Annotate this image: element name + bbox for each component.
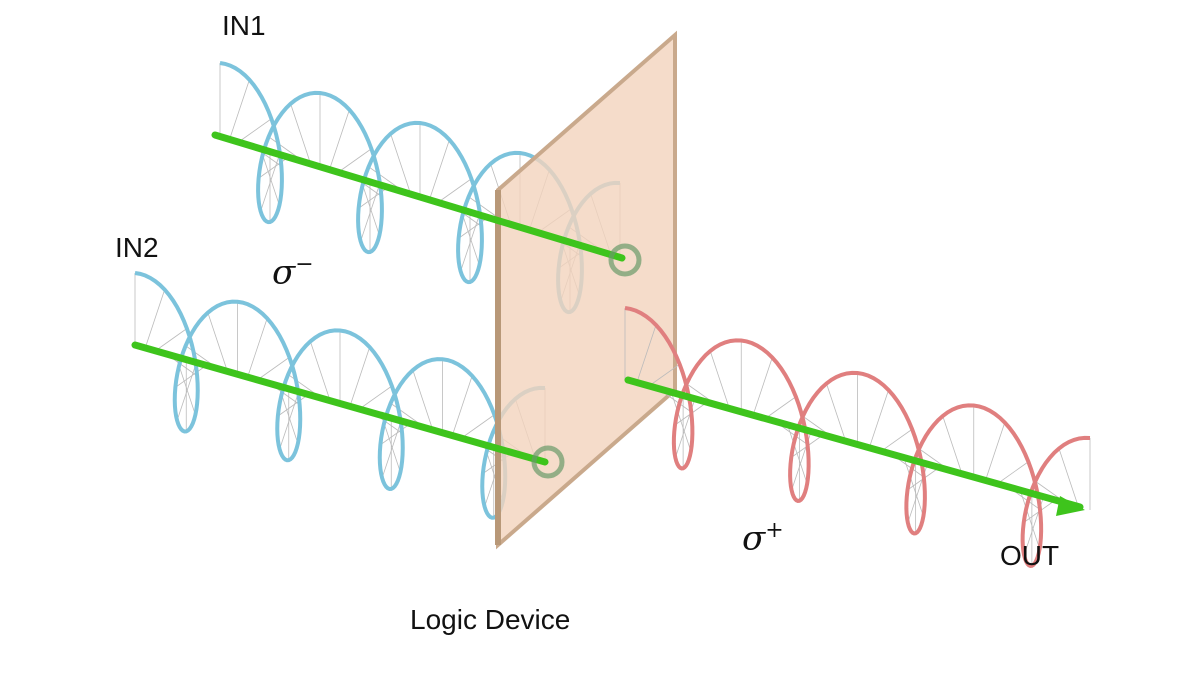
field-vector xyxy=(1019,490,1041,549)
field-vector xyxy=(247,318,268,377)
field-vector xyxy=(452,375,473,435)
field-vector xyxy=(787,425,808,484)
field-vector xyxy=(764,396,797,420)
sigma-minus-label: σ− xyxy=(272,252,314,292)
out-arrowhead xyxy=(1056,496,1085,516)
in2-helix xyxy=(134,271,546,520)
field-vector xyxy=(155,328,188,352)
field-vector xyxy=(648,363,680,387)
field-vector xyxy=(1058,448,1079,507)
in1-label: IN1 xyxy=(222,10,266,41)
field-vector xyxy=(279,390,300,450)
field-vector xyxy=(257,356,290,380)
field-vector xyxy=(144,289,166,349)
field-vector xyxy=(984,422,1006,481)
field-vector xyxy=(462,414,495,438)
field-vector xyxy=(368,166,401,190)
field-vector xyxy=(268,136,301,160)
field-vector xyxy=(239,118,272,142)
field-vector xyxy=(381,419,402,479)
field-vector xyxy=(277,393,310,417)
sigma-plus-sign: + xyxy=(765,518,784,543)
field-vector xyxy=(260,152,281,212)
out-beam xyxy=(624,376,1084,511)
sigma-plus-symbol: σ xyxy=(742,518,766,559)
field-vector xyxy=(309,341,331,400)
field-vector xyxy=(671,392,692,452)
field-vector xyxy=(175,364,207,388)
field-vector xyxy=(903,457,924,517)
field-vector xyxy=(439,178,472,202)
field-vector xyxy=(349,346,371,406)
field-vector xyxy=(360,385,393,409)
field-vector xyxy=(868,389,889,449)
field-vector xyxy=(636,324,657,384)
field-vector xyxy=(752,357,773,416)
field-vector xyxy=(826,383,847,442)
field-vector xyxy=(380,422,412,446)
in2-beam xyxy=(131,341,549,466)
field-vector xyxy=(468,196,501,220)
field-vector xyxy=(329,109,350,169)
logic-device-label: Logic Device xyxy=(410,604,571,635)
field-vector xyxy=(176,362,197,421)
out-label: OUT xyxy=(1000,540,1060,571)
field-vector xyxy=(290,103,311,163)
in2-label: IN2 xyxy=(115,232,159,263)
in1-beam-endpoint xyxy=(608,243,642,277)
field-vector xyxy=(339,148,372,172)
logic-device-panel xyxy=(496,30,677,550)
field-vector xyxy=(709,350,731,410)
field-vector xyxy=(460,212,481,272)
sigma-minus-sign: − xyxy=(295,252,314,277)
field-vector xyxy=(996,461,1029,485)
field-vector xyxy=(942,415,963,475)
field-vector xyxy=(429,139,450,199)
sigma-minus-symbol: σ xyxy=(272,252,296,293)
out-helix xyxy=(624,306,1091,568)
in2-beam-endpoint xyxy=(531,445,565,479)
in1-beam xyxy=(211,131,626,262)
field-vector xyxy=(880,428,913,452)
sigma-plus-label: σ+ xyxy=(742,518,784,558)
field-vector xyxy=(360,182,381,242)
field-vector xyxy=(390,133,411,193)
helix-curve xyxy=(624,306,1091,568)
field-vector xyxy=(229,79,250,139)
field-vector xyxy=(207,312,228,372)
field-vector xyxy=(412,369,433,429)
